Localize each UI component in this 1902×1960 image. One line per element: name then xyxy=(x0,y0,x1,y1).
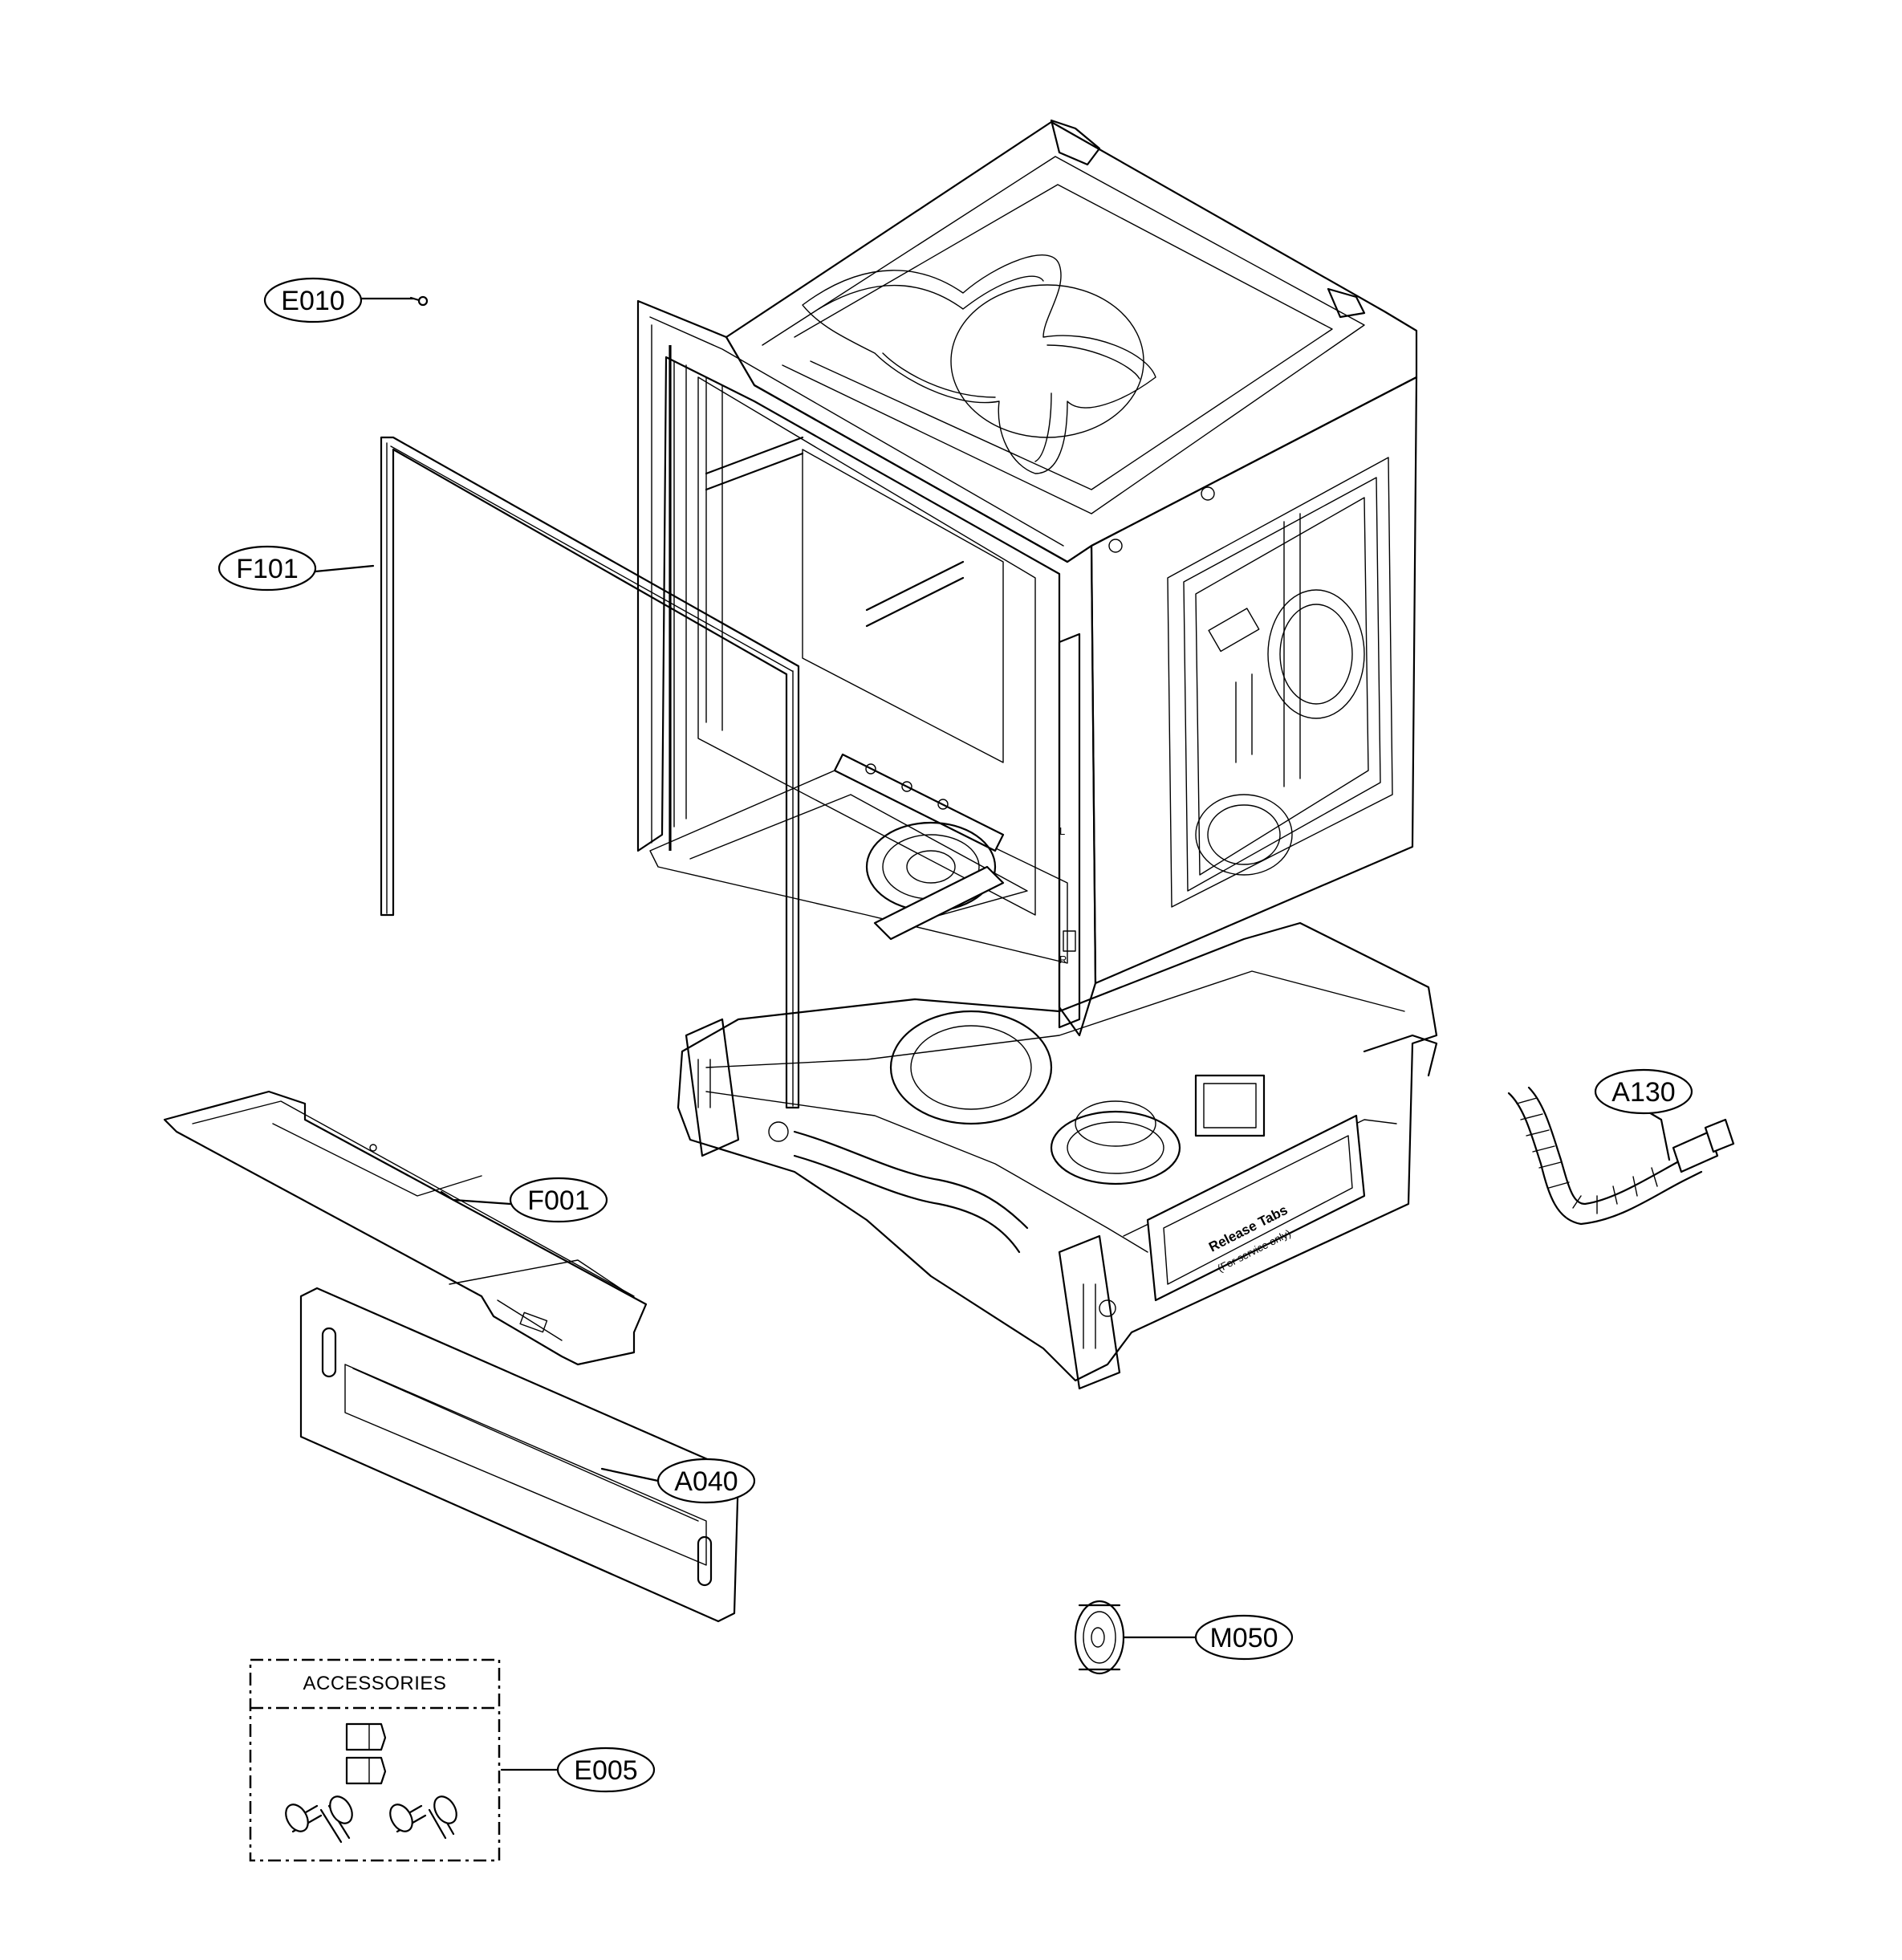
callout-m050: M050 xyxy=(1194,1614,1294,1661)
kickplate-a040-part xyxy=(299,1287,740,1623)
callout-f101-label: F101 xyxy=(236,554,299,584)
callout-m050-label: M050 xyxy=(1209,1623,1278,1653)
callout-f001: F001 xyxy=(509,1177,608,1223)
sensor-m050-part xyxy=(1074,1600,1125,1675)
callout-e005-label: E005 xyxy=(574,1755,637,1786)
hinge-mark-left: L xyxy=(1059,825,1065,837)
callout-e005: E005 xyxy=(556,1747,656,1793)
hinge-mark-right: R xyxy=(1059,954,1067,966)
tub-assembly: R L xyxy=(636,119,1418,1037)
accessories-box: ACCESSORIES xyxy=(249,1658,501,1862)
callout-a040: A040 xyxy=(656,1458,756,1504)
leader-lines xyxy=(314,297,1671,1771)
callout-e010-label: E010 xyxy=(281,286,344,316)
bracket-f001-part xyxy=(163,1090,648,1366)
callout-a040-label: A040 xyxy=(674,1466,738,1497)
door-gasket-part xyxy=(380,436,800,1109)
base-assembly: Release Tabs (For service only) xyxy=(677,921,1438,1390)
callout-f001-label: F001 xyxy=(527,1185,590,1216)
accessories-title: ACCESSORIES xyxy=(303,1673,447,1694)
callout-f101: F101 xyxy=(217,545,317,592)
callout-a130: A130 xyxy=(1594,1068,1693,1115)
callout-a130-label: A130 xyxy=(1611,1077,1675,1108)
drain-hose-a130-part xyxy=(1507,1086,1735,1226)
callout-e010: E010 xyxy=(263,277,363,323)
